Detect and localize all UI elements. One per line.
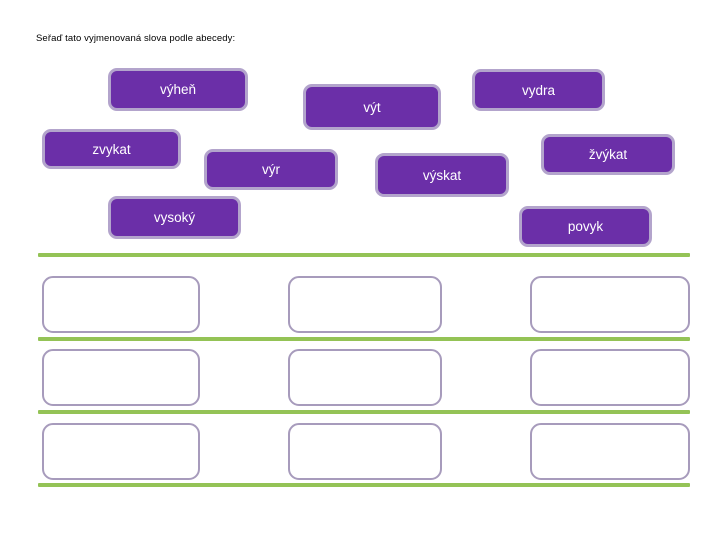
word-tile[interactable]: vydra bbox=[472, 69, 605, 111]
word-tile[interactable]: výr bbox=[204, 149, 338, 190]
word-tile[interactable]: vysoký bbox=[108, 196, 241, 239]
answer-drop-box[interactable] bbox=[42, 276, 200, 333]
word-tile[interactable]: výskat bbox=[375, 153, 509, 197]
answer-drop-box[interactable] bbox=[530, 423, 690, 480]
separator-line bbox=[38, 253, 690, 257]
word-tile[interactable]: výt bbox=[303, 84, 441, 130]
separator-line bbox=[38, 410, 690, 414]
answer-drop-box[interactable] bbox=[288, 276, 442, 333]
answer-drop-box[interactable] bbox=[530, 276, 690, 333]
answer-drop-box[interactable] bbox=[530, 349, 690, 406]
word-tile[interactable]: zvykat bbox=[42, 129, 181, 169]
separator-line bbox=[38, 483, 690, 487]
separator-line bbox=[38, 337, 690, 341]
word-tile[interactable]: výheň bbox=[108, 68, 248, 111]
answer-drop-box[interactable] bbox=[288, 423, 442, 480]
answer-drop-box[interactable] bbox=[42, 349, 200, 406]
answer-drop-box[interactable] bbox=[42, 423, 200, 480]
word-tile[interactable]: žvýkat bbox=[541, 134, 675, 175]
answer-drop-box[interactable] bbox=[288, 349, 442, 406]
page-title: Seřaď tato vyjmenovaná slova podle abece… bbox=[36, 33, 236, 44]
word-tile[interactable]: povyk bbox=[519, 206, 652, 247]
